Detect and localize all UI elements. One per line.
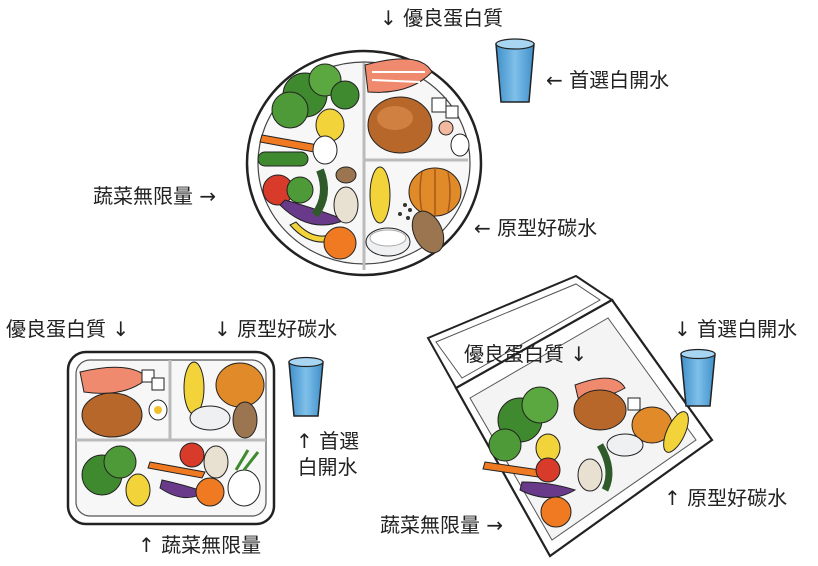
bento-lunchbox [66,350,276,526]
plate-water-label: ← 首選白開水 [546,68,670,92]
water-glass-bottom-right [680,348,716,407]
bento-water-label-line2: 白開水 [297,455,358,479]
bento-vegetables-label: ↑ 蔬菜無限量 [138,533,262,557]
takeout-box [426,274,714,558]
water-glass-bottom-left [288,356,324,417]
plate-protein [364,58,470,157]
takeout-protein-label: 優良蛋白質 ↓ [464,342,588,366]
plate-grains [365,166,462,257]
plate-vegetables-label: 蔬菜無限量 → [93,184,217,208]
bento-water-label: ↑ 首選 白開水 [296,428,359,480]
plate-grains-label: ← 原型好碳水 [474,216,598,240]
bento-protein-label: 優良蛋白質 ↓ [6,317,130,341]
plate-vegetables [257,63,360,260]
round-plate [245,49,483,277]
takeout-grains-label: ↑ 原型好碳水 [664,486,788,510]
water-glass-top [495,38,535,103]
takeout-water-label: ↓ 首選白開水 [674,317,798,341]
bento-grains-label: ↓ 原型好碳水 [214,317,338,341]
bento-water-label-line1: ↑ 首選 [296,429,360,453]
plate-protein-label: ↓ 優良蛋白質 [380,6,504,30]
takeout-vegetables-label: 蔬菜無限量 → [380,513,504,537]
